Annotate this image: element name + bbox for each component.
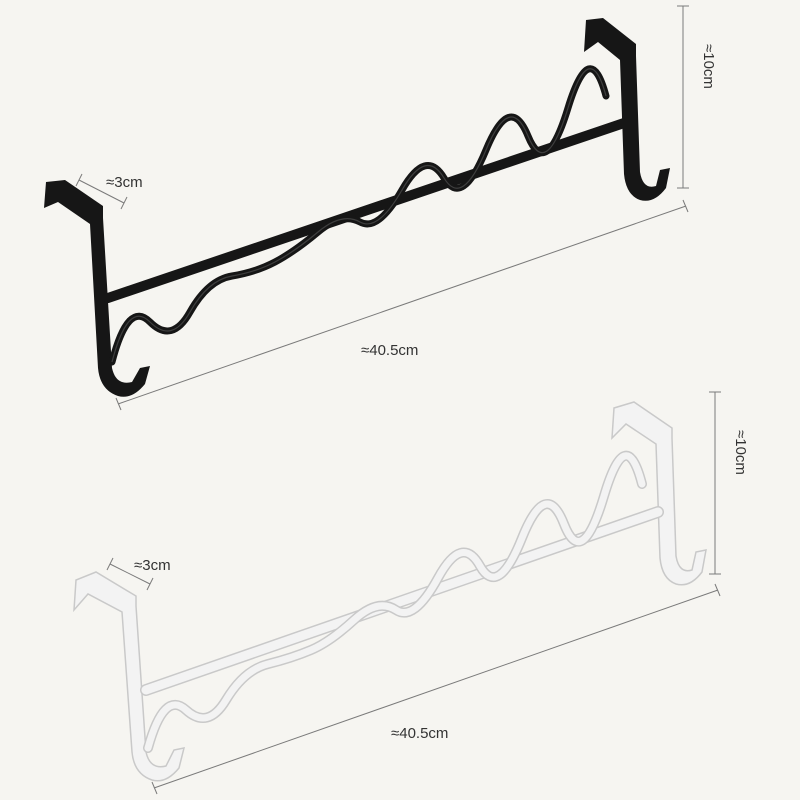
white-rack-dimension-lines <box>106 391 721 795</box>
white-rack-depth-label: ≈3cm <box>134 557 171 574</box>
black-rack-depth-label: ≈3cm <box>106 174 143 191</box>
white-rack-height-label: ≈10cm <box>732 430 749 475</box>
white-rack-right-hook <box>611 401 707 586</box>
black-rack-length-label: ≈40.5cm <box>361 342 419 359</box>
black-rack-left-hook <box>44 180 150 397</box>
white-rack-length-label: ≈40.5cm <box>391 725 449 742</box>
white-rack-left-hook <box>73 571 186 782</box>
white-rack <box>73 401 707 782</box>
black-rack <box>44 18 670 397</box>
black-rack-dimension-lines <box>75 5 689 411</box>
black-rack-right-hook <box>584 18 670 201</box>
black-rack-height-label: ≈10cm <box>700 44 717 89</box>
